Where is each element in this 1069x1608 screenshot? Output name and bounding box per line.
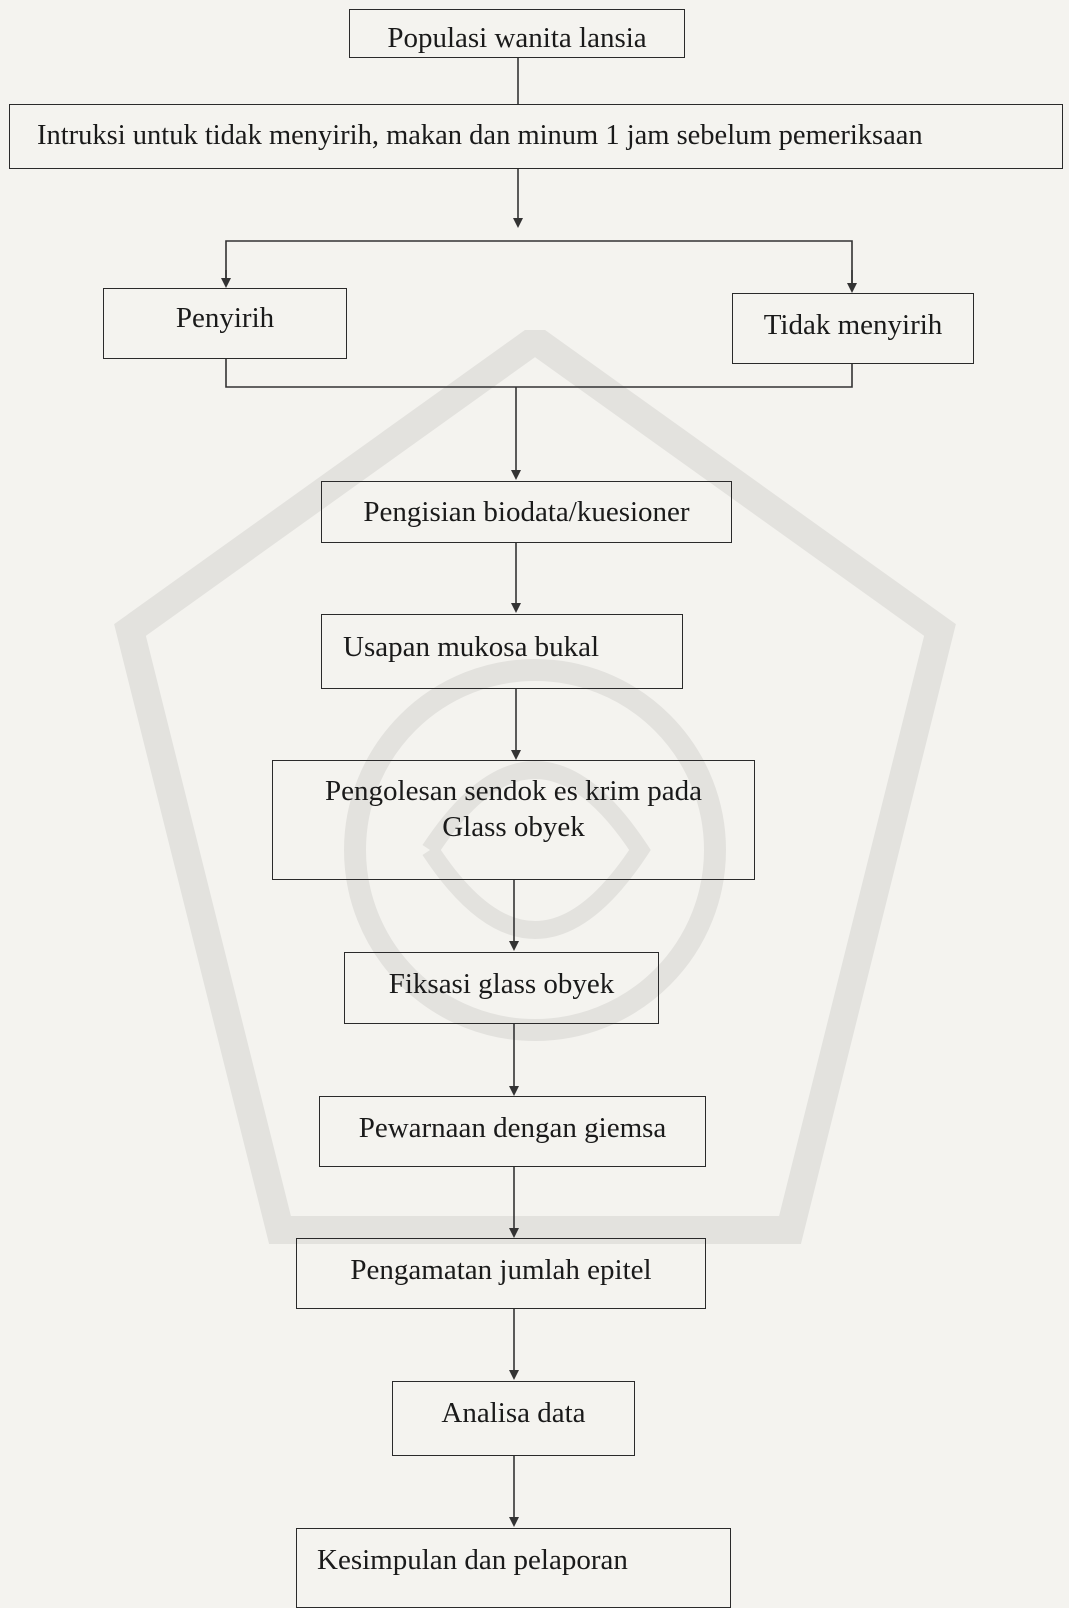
- node-pengisian: Pengisian biodata/kuesioner: [321, 481, 732, 543]
- node-tidak-menyirih: Tidak menyirih: [732, 293, 974, 364]
- node-populasi: Populasi wanita lansia: [349, 9, 685, 58]
- node-usapan: Usapan mukosa bukal: [321, 614, 683, 689]
- connector-merge: [225, 359, 853, 388]
- node-kesimpulan-label: Kesimpulan dan pelaporan: [317, 1544, 628, 1576]
- node-pengisian-label: Pengisian biodata/kuesioner: [363, 496, 690, 528]
- node-pengolesan-line1: Pengolesan sendok es krim pada: [325, 775, 702, 807]
- node-pewarnaan: Pewarnaan dengan giemsa: [319, 1096, 706, 1167]
- node-populasi-label: Populasi wanita lansia: [387, 22, 647, 54]
- node-instruksi: Intruksi untuk tidak menyirih, makan dan…: [9, 104, 1063, 169]
- node-analisa: Analisa data: [392, 1381, 635, 1456]
- node-kesimpulan: Kesimpulan dan pelaporan: [296, 1528, 731, 1608]
- node-pewarnaan-label: Pewarnaan dengan giemsa: [358, 1112, 667, 1144]
- node-instruksi-label: Intruksi untuk tidak menyirih, makan dan…: [37, 120, 923, 151]
- node-penyirih: Penyirih: [103, 288, 347, 359]
- node-analisa-label: Analisa data: [441, 1397, 586, 1429]
- node-usapan-label: Usapan mukosa bukal: [343, 631, 600, 663]
- node-pengolesan-line2: Glass obyek: [442, 811, 585, 843]
- node-penyirih-label: Penyirih: [175, 302, 275, 334]
- node-pengolesan: Pengolesan sendok es krim pada Glass oby…: [272, 760, 755, 880]
- node-pengamatan-label: Pengamatan jumlah epitel: [350, 1254, 652, 1286]
- node-fiksasi: Fiksasi glass obyek: [344, 952, 659, 1024]
- node-tidak-menyirih-label: Tidak menyirih: [763, 309, 943, 341]
- node-pengamatan: Pengamatan jumlah epitel: [296, 1238, 706, 1309]
- connector-split: [225, 240, 853, 286]
- node-fiksasi-label: Fiksasi glass obyek: [388, 968, 615, 1000]
